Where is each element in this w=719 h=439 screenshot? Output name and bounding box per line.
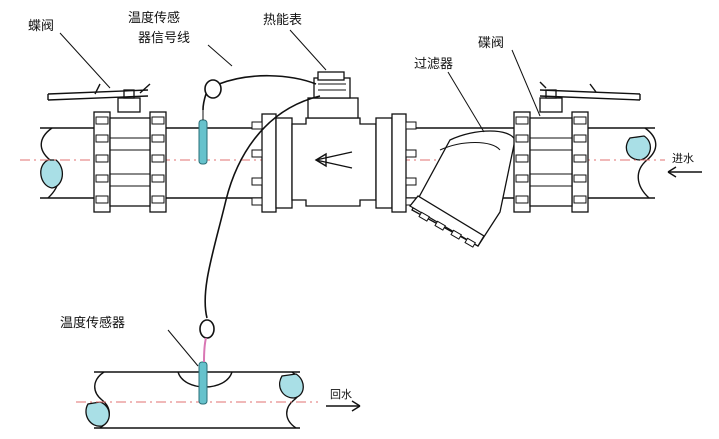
flow-arrow-return <box>326 400 361 412</box>
filter-cap-bolts <box>418 211 477 248</box>
return-pipe <box>76 371 318 429</box>
valve-bolts-left <box>95 116 165 204</box>
leader-lines <box>59 29 541 367</box>
label-filter: 过滤器 <box>414 57 453 72</box>
signal-wires <box>199 74 321 363</box>
flow-arrow-in <box>667 166 702 178</box>
butterfly-valve-left <box>47 83 167 213</box>
label-temp-sensor-signal-line-1: 温度传感 <box>128 10 180 26</box>
label-butterfly-valve-left: 蝶阀 <box>28 19 54 34</box>
label-water-in: 进水 <box>672 152 694 165</box>
supply-temp-sensor <box>198 108 208 165</box>
label-water-return: 回水 <box>330 388 352 401</box>
label-butterfly-valve-right: 碟阀 <box>478 36 504 51</box>
label-temp-sensor: 温度传感器 <box>60 315 125 331</box>
butterfly-valve-right <box>513 81 641 213</box>
valve-bolts-right <box>515 116 587 204</box>
heat-meter <box>251 71 417 213</box>
meter-bolts <box>251 121 417 206</box>
label-heat-meter: 热能表 <box>263 13 302 28</box>
y-filter <box>409 130 516 248</box>
label-temp-sensor-signal-line-2: 器信号线 <box>138 31 190 46</box>
return-temp-sensor <box>198 361 208 405</box>
